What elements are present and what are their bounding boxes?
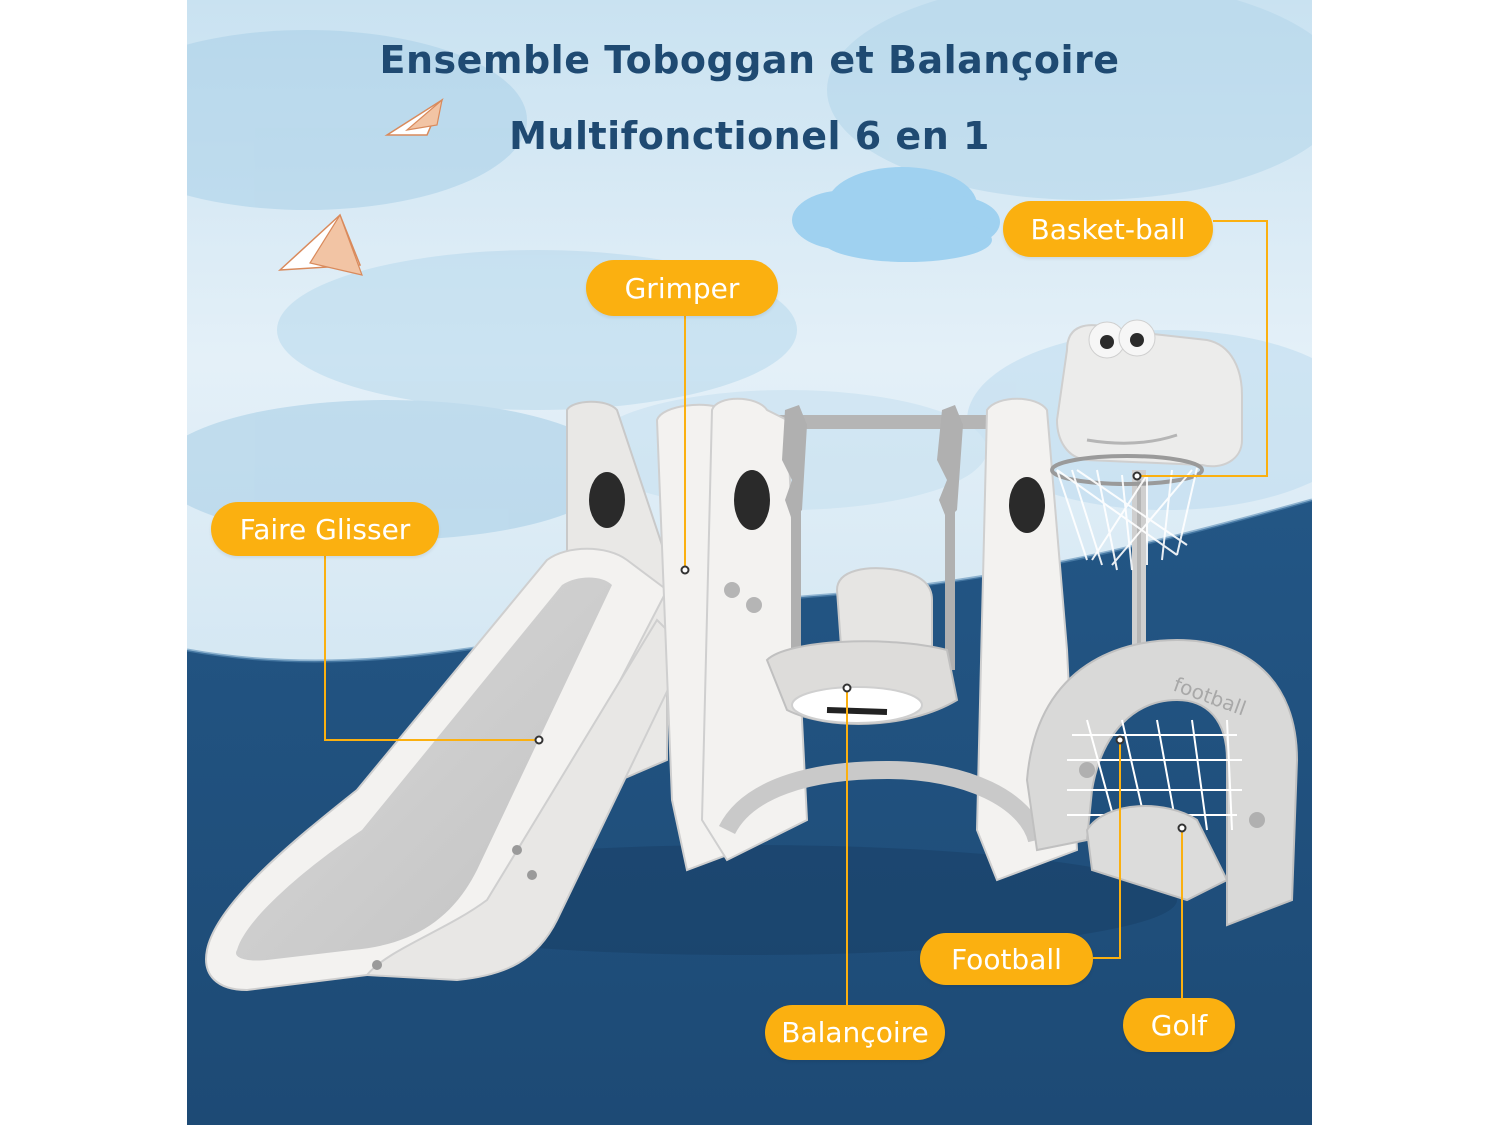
cloud — [792, 167, 1000, 262]
product-image: football Ensemble Toboggan et Balançoire… — [187, 0, 1312, 1125]
label-grimper: Grimper — [586, 260, 778, 316]
football-goal: football — [1025, 638, 1299, 927]
page-title-line-1: Ensemble Toboggan et Balançoire — [379, 38, 1120, 82]
label-balancoire: Balançoire — [765, 1005, 945, 1060]
callout-dots — [534, 471, 1187, 833]
playset-illustration: football — [187, 0, 1312, 1125]
label-faire-glisser: Faire Glisser — [211, 502, 439, 556]
label-basket-ball: Basket-ball — [1003, 201, 1213, 257]
paper-plane-icon — [384, 98, 444, 136]
label-golf: Golf — [1123, 998, 1235, 1052]
swing-seat — [765, 405, 963, 725]
paper-plane-icon — [277, 213, 363, 276]
slide — [205, 547, 689, 992]
callout-lines — [324, 220, 1268, 1010]
label-football: Football — [920, 933, 1093, 985]
page-title-line-2: Multifonctionel 6 en 1 — [509, 114, 990, 158]
